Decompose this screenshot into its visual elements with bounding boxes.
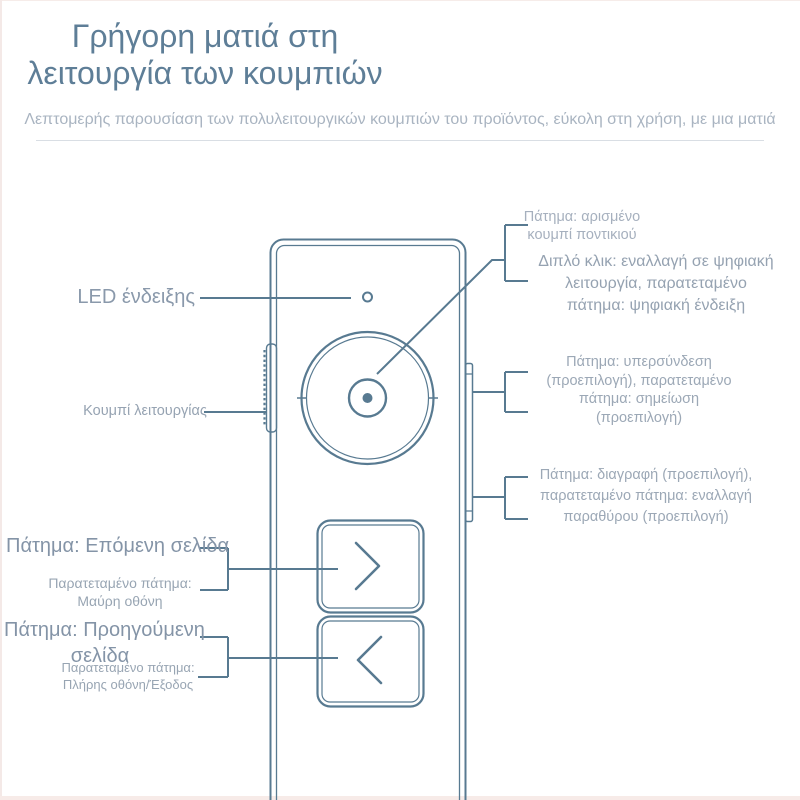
hyperlink-callout-line [473, 371, 528, 413]
callout-line-text: Διπλό κλικ: εναλλαγή σε ψηφιακή [538, 253, 774, 270]
callout-line-text: (προεπιλογή) [595, 409, 683, 426]
image-border-bottom [0, 796, 800, 800]
ok-button [297, 330, 438, 466]
label-line: Μαύρη οθόνη [77, 593, 163, 609]
led-label: LED ένδειξης [77, 286, 195, 308]
label-line: Παρατεταμένο πάτημα: [48, 575, 192, 591]
callout-line-text: παραθύρου (προεπιλογή) [563, 509, 729, 525]
led-indicator-dot [362, 291, 373, 303]
page-title: Γρήγορη ματιά στη λειτουργία των κουμπιώ… [10, 18, 400, 92]
next-page-hold-label: Παρατεταμένο πάτημα: Μαύρη οθόνη [44, 574, 196, 610]
prev-page-hold-label: Παρατεταμένο πάτημα: Πλήρης οθόνη/Έξοδος [50, 659, 206, 693]
label-line: Πάτημα: Προηγούμενη [4, 619, 205, 641]
image-border-top [0, 0, 800, 1]
header-divider [36, 140, 764, 141]
page-subtitle: Λεπτομερής παρουσίαση των πολυλειτουργικ… [24, 111, 776, 128]
chevron-left-icon [356, 635, 383, 685]
next-page-button [316, 519, 425, 614]
hyperlink-button-callout: Πάτημα: υπερσύνδεση (προεπιλογή), παρατε… [538, 353, 740, 427]
ok-button-doubleclick-callout: Διπλό κλικ: εναλλαγή σε ψηφιακή λειτουργ… [528, 251, 784, 317]
ok-button-press-callout: Πάτημα: αρισμένο κουμπί ποντικιού [498, 208, 666, 244]
page-buttons [316, 519, 425, 708]
callout-line-text: πάτημα: σημείωση [578, 391, 700, 407]
ok-callout-line [376, 224, 528, 375]
label-line: Παρατεταμένο πάτημα: [61, 660, 195, 675]
callout-line-text: πάτημα: ψηφιακή ένδειξη [566, 297, 746, 314]
callout-line-text: Πάτημα: αρισμένο [523, 209, 641, 225]
callout-lines [198, 224, 528, 678]
power-button-label: Κουμπί λειτουργίας [83, 403, 207, 419]
page-title-line2: λειτουργία των κουμπιών [27, 55, 383, 91]
ok-button-center-dot [362, 393, 373, 403]
chevron-right-icon [354, 541, 381, 591]
callout-line-text: Πάτημα: υπερσύνδεση [566, 354, 712, 370]
page-title-line1: Γρήγορη ματιά στη [71, 18, 339, 54]
erase-button-callout: Πάτημα: διαγραφή (προεπιλογή), παρατεταμ… [530, 465, 762, 528]
erase-callout-line [473, 476, 528, 520]
callout-line-text: παρατεταμένο πάτημα: εναλλαγή [540, 488, 752, 504]
next-callout-line [200, 547, 338, 591]
callout-line-text: λειτουργία, παρατεταμένο [565, 275, 747, 292]
callout-line-text: Πάτημα: διαγραφή (προεπιλογή), [539, 467, 753, 483]
ok-button-center-ring [347, 378, 388, 418]
power-side-button [263, 343, 278, 433]
prev-callout-line [198, 636, 338, 678]
prev-page-button [316, 615, 425, 708]
label-line: Πλήρης οθόνη/Έξοδος [62, 677, 194, 692]
side-action-button [464, 362, 474, 523]
prev-page-press-label: Πάτημα: Προηγούμενη σελίδα [4, 617, 205, 669]
next-page-press-label: Πάτημα: Επόμενη σελίδα [6, 535, 230, 557]
callout-line-text: (προεπιλογή), παρατεταμένο [546, 372, 732, 389]
label-line: σελίδα [70, 645, 130, 667]
device-body [269, 238, 467, 800]
callout-line-text: κουμπί ποντικιού [527, 227, 637, 243]
image-border-left [0, 0, 2, 800]
